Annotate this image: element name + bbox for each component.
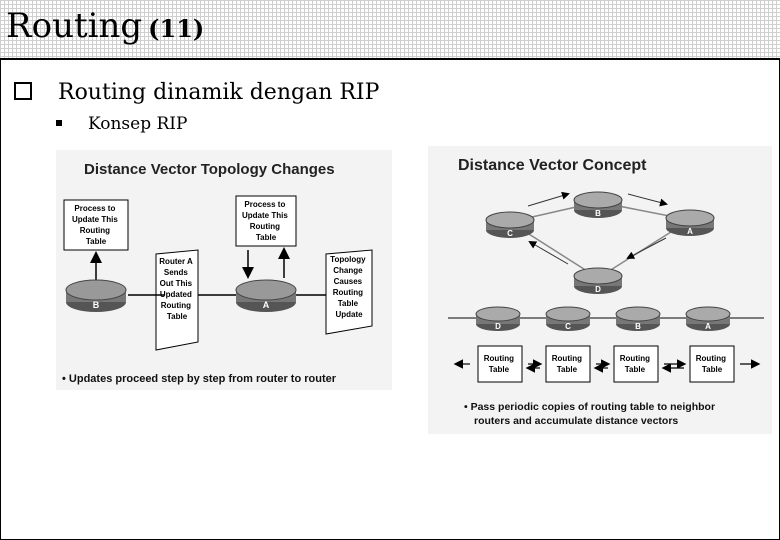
router-a-sends-box: Router A Sends Out This Updated Routing … bbox=[155, 249, 199, 351]
router-b-label: B bbox=[93, 300, 100, 310]
slide-title: Routing(11) bbox=[6, 6, 204, 49]
topology-line: Change bbox=[333, 266, 363, 275]
router-row-label: A bbox=[705, 322, 711, 331]
process-center-line: Process to bbox=[244, 200, 285, 209]
routing-table-label: Table bbox=[625, 365, 646, 374]
svg-text:Router A Sends: Router A Sends Out This Updated Routing … bbox=[159, 257, 194, 321]
router-top-d-icon: D bbox=[573, 267, 623, 294]
right-figure-caption-line2: routers and accumulate distance vectors bbox=[474, 415, 678, 427]
topology-line: Routing bbox=[333, 288, 363, 297]
left-figure-title: Distance Vector Topology Changes bbox=[84, 161, 335, 178]
right-figure-caption-line1: • Pass periodic copies of routing table … bbox=[464, 401, 715, 413]
process-box-left: Process to Update This Routing Table bbox=[63, 199, 129, 251]
right-figure-title: Distance Vector Concept bbox=[458, 157, 647, 174]
router-a-sends-line: Updated bbox=[160, 290, 192, 299]
router-row-d-icon: D bbox=[475, 306, 521, 331]
process-left-line: Routing bbox=[80, 226, 110, 235]
router-a-sends-line: Sends bbox=[164, 268, 189, 277]
process-center-line: Routing bbox=[250, 222, 280, 231]
routing-table-label: Table bbox=[702, 365, 723, 374]
process-left-line: Update This bbox=[72, 215, 118, 224]
sub-bullet: Konsep RIP bbox=[56, 114, 187, 134]
router-row-label: C bbox=[565, 322, 571, 331]
routing-table-label: Routing bbox=[620, 354, 650, 363]
main-bullet: Routing dinamik dengan RIP bbox=[14, 80, 379, 106]
left-figure: Distance Vector Topology Changes Process… bbox=[56, 150, 392, 390]
topology-line: Update bbox=[335, 310, 363, 319]
router-a-sends-line: Router A bbox=[159, 257, 193, 266]
flow-arrows bbox=[527, 191, 668, 265]
left-figure-diagram: Distance Vector Topology Changes Process… bbox=[62, 161, 373, 385]
process-left-line: Table bbox=[86, 237, 107, 246]
router-row-label: B bbox=[635, 322, 641, 331]
router-a-sends-line: Routing bbox=[161, 301, 191, 310]
sub-bullet-text: Konsep RIP bbox=[88, 114, 188, 134]
routing-table-label: Table bbox=[557, 365, 578, 374]
slide-title-number: (11) bbox=[148, 14, 205, 43]
topology-line: Causes bbox=[334, 277, 363, 286]
main-bullet-text: Routing dinamik dengan RIP bbox=[58, 80, 380, 105]
router-row-a-icon: A bbox=[685, 306, 731, 331]
router-a-label: A bbox=[263, 300, 270, 310]
right-figure-diagram: Distance Vector Concept B C bbox=[448, 157, 764, 427]
slide-title-text: Routing bbox=[6, 6, 143, 46]
topology-change-box: Topology Change Causes Routing Table Upd… bbox=[325, 249, 373, 335]
routing-table-label: Table bbox=[489, 365, 510, 374]
router-row-b-icon: B bbox=[615, 306, 661, 331]
right-figure: Distance Vector Concept B C bbox=[428, 146, 772, 434]
svg-text:Routing Table: Routing Table Routing Table Routing Tabl… bbox=[484, 354, 728, 374]
topology-line: Topology bbox=[330, 255, 366, 264]
router-top-a-icon: A bbox=[665, 209, 715, 236]
svg-text:Process to Update This: Process to Update This Routing Table bbox=[242, 200, 290, 242]
svg-text:Topology Change: Topology Change Causes Routing Table Upd… bbox=[330, 255, 368, 319]
router-top-label: D bbox=[595, 285, 601, 294]
router-top-label: C bbox=[507, 229, 513, 238]
left-figure-caption: • Updates proceed step by step from rout… bbox=[62, 373, 337, 385]
topology-line: Table bbox=[338, 299, 359, 308]
router-top-label: B bbox=[595, 209, 601, 218]
router-row-label: D bbox=[495, 322, 501, 331]
process-center-line: Update This bbox=[242, 211, 288, 220]
title-bar: Routing(11) bbox=[0, 0, 780, 60]
router-a-sends-line: Out This bbox=[160, 279, 193, 288]
routing-table-label: Routing bbox=[484, 354, 514, 363]
router-top-label: A bbox=[687, 227, 693, 236]
routing-table-row: Routing Table Routing Table Routing Tabl… bbox=[453, 345, 761, 383]
process-left-line: Process to bbox=[74, 204, 115, 213]
checkbox-bullet-icon bbox=[14, 82, 32, 100]
router-row-c-icon: C bbox=[545, 306, 591, 331]
router-a-sends-line: Table bbox=[167, 312, 188, 321]
routing-table-label: Routing bbox=[552, 354, 582, 363]
router-a-icon: A bbox=[235, 279, 297, 312]
router-b-icon: B bbox=[65, 279, 127, 312]
square-bullet-icon bbox=[56, 120, 62, 126]
process-box-center: Process to Update This Routing Table bbox=[235, 195, 297, 247]
process-center-line: Table bbox=[256, 233, 277, 242]
routing-table-label: Routing bbox=[696, 354, 726, 363]
router-top-c-icon: C bbox=[485, 211, 535, 238]
svg-text:Process to Update This: Process to Update This Routing Table bbox=[72, 204, 120, 246]
router-top-b-icon: B bbox=[573, 191, 623, 218]
